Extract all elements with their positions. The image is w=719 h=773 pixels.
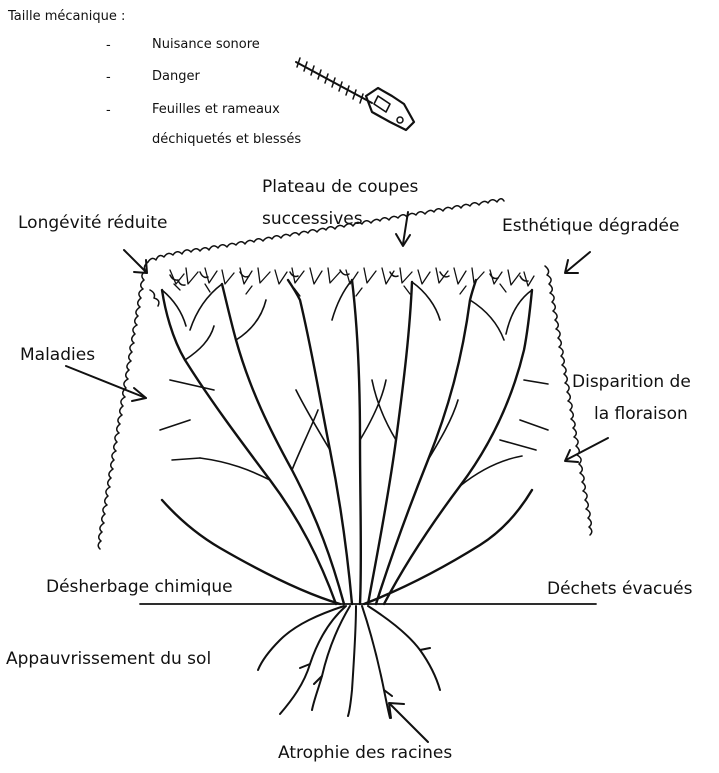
arrow-atrophie [389,703,428,742]
hedge-branches [162,280,532,604]
arrow-longevite [124,250,147,273]
arrow-esthetique [565,252,590,273]
arrow-floraison [565,438,608,462]
hedge-trimmer-icon [296,58,414,130]
arrow-maladies [66,366,146,401]
roots [258,606,440,718]
